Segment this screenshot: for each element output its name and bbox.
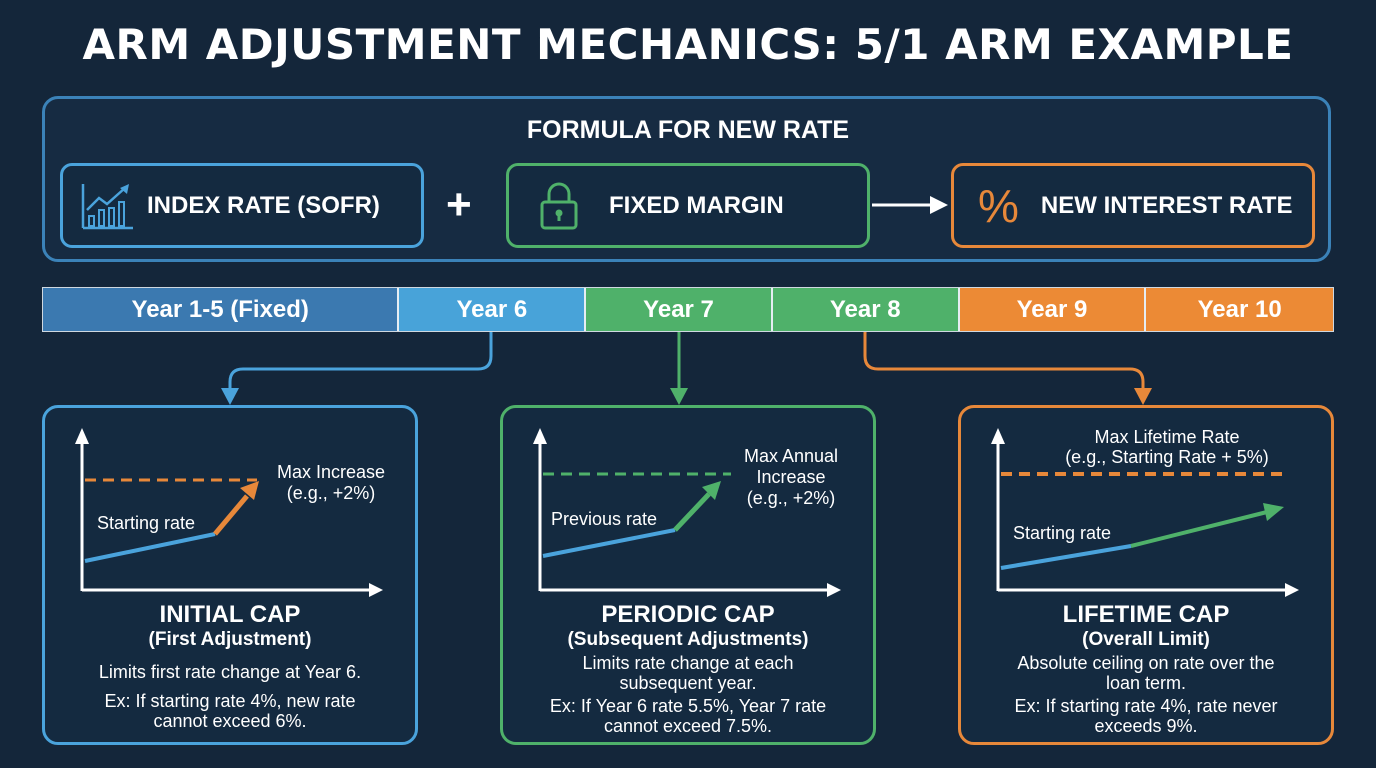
lifetime-chart-cap-label-1: Max Lifetime Rate <box>1094 427 1239 447</box>
timeline-year-10: Year 10 <box>1146 288 1334 331</box>
lifetime-cap-example-line-1: Ex: If starting rate 4%, rate never <box>1014 696 1278 716</box>
periodic-cap-chart: Previous rate Max Annual Increase (e.g.,… <box>533 428 841 597</box>
initial-cap-title: INITIAL CAP <box>159 601 301 628</box>
timeline-year-8: Year 8 <box>772 288 960 331</box>
periodic-chart-line-label: Previous rate <box>551 509 657 529</box>
lifetime-cap-title: LIFETIME CAP <box>1062 601 1230 628</box>
arrow-right-icon <box>872 196 948 214</box>
periodic-cap-title: PERIODIC CAP <box>601 601 775 628</box>
lifetime-cap-subtitle: (Overall Limit) <box>1082 629 1210 650</box>
initial-chart-line-label: Starting rate <box>97 513 195 533</box>
initial-cap-description: Limits first rate change at Year 6. <box>98 662 362 682</box>
new-interest-rate-box: % NEW INTEREST RATE <box>951 163 1315 248</box>
timeline-year-6: Year 6 <box>399 288 587 331</box>
initial-chart-cap-label-2: (e.g., +2%) <box>287 483 376 503</box>
periodic-cap-subtitle: (Subsequent Adjustments) <box>567 629 809 650</box>
initial-cap-example-line-2: cannot exceed 6%. <box>153 711 307 731</box>
lock-icon <box>540 182 578 229</box>
page-title: ARM ADJUSTMENT MECHANICS: 5/1 ARM EXAMPL… <box>82 20 1294 69</box>
lifetime-cap-example-line-2: exceeds 9%. <box>1094 716 1198 736</box>
connector-year6-initial <box>221 332 493 405</box>
connector-year8-lifetime <box>863 332 1152 405</box>
periodic-cap-example-line-2: cannot exceed 7.5%. <box>603 716 773 736</box>
timeline-year-9: Year 9 <box>959 288 1147 331</box>
periodic-chart-cap-label-2: Increase <box>756 467 825 487</box>
lifetime-cap-card: Starting rate Max Lifetime Rate (e.g., S… <box>958 405 1334 745</box>
chart-growth-icon <box>81 183 133 229</box>
periodic-chart-cap-label-1: Max Annual <box>744 446 838 466</box>
periodic-chart-cap-label-3: (e.g., +2%) <box>747 488 836 508</box>
year-timeline: Year 1-5 (Fixed) Year 6 Year 7 Year 8 Ye… <box>42 287 1334 332</box>
lifetime-cap-description-line-1: Absolute ceiling on rate over the <box>1017 653 1275 673</box>
index-rate-box: INDEX RATE (SOFR) <box>60 163 424 248</box>
periodic-cap-description-line-1: Limits rate change at each <box>582 653 794 673</box>
initial-cap-chart: Starting rate Max Increase (e.g., +2%) <box>75 428 385 597</box>
percent-icon: % <box>978 179 1019 232</box>
initial-chart-cap-label-1: Max Increase <box>277 462 385 482</box>
periodic-cap-example-line-1: Ex: If Year 6 rate 5.5%, Year 7 rate <box>549 696 827 716</box>
new-interest-rate-label: NEW INTEREST RATE <box>1040 191 1293 219</box>
timeline-years-1-5: Year 1-5 (Fixed) <box>43 288 400 331</box>
lifetime-chart-cap-label-2: (e.g., Starting Rate + 5%) <box>1065 447 1269 467</box>
initial-cap-subtitle: (First Adjustment) <box>148 629 312 650</box>
connector-year7-periodic <box>670 332 688 405</box>
lifetime-cap-description-line-2: loan term. <box>1105 673 1187 693</box>
lifetime-chart-line-label: Starting rate <box>1013 523 1111 543</box>
timeline-year-7: Year 7 <box>586 288 773 331</box>
lifetime-cap-chart: Starting rate Max Lifetime Rate (e.g., S… <box>991 427 1299 597</box>
periodic-cap-card: Previous rate Max Annual Increase (e.g.,… <box>500 405 876 745</box>
initial-cap-example-line-1: Ex: If starting rate 4%, new rate <box>104 691 356 711</box>
periodic-cap-description-line-2: subsequent year. <box>619 673 757 693</box>
formula-title: FORMULA FOR NEW RATE <box>526 116 850 144</box>
initial-cap-card: Starting rate Max Increase (e.g., +2%) I… <box>42 405 418 745</box>
plus-sign: + <box>446 180 472 229</box>
fixed-margin-label: FIXED MARGIN <box>609 191 784 219</box>
fixed-margin-box: FIXED MARGIN <box>506 163 870 248</box>
index-rate-label: INDEX RATE (SOFR) <box>147 191 380 219</box>
